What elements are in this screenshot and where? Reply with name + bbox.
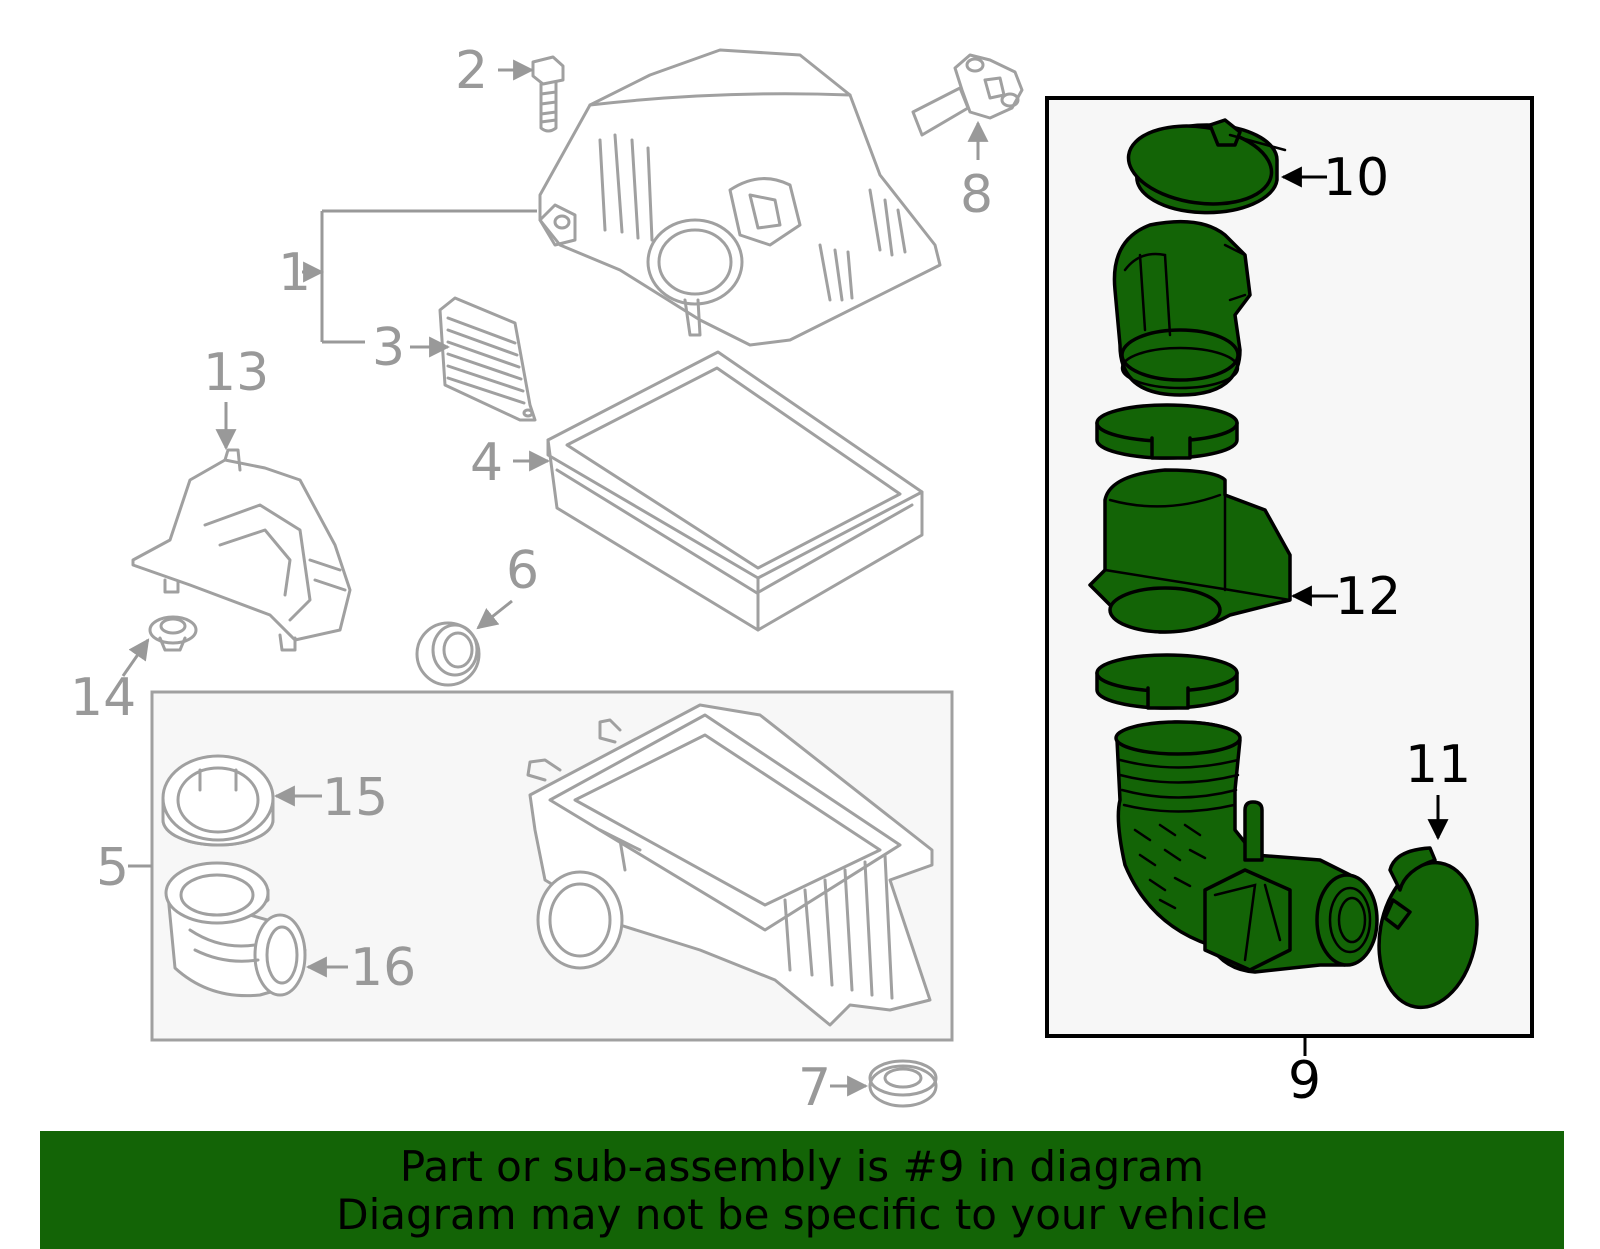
part-11-end-cap [1377, 846, 1479, 1010]
callout-5: 5 [96, 838, 129, 898]
part-6-grommet [415, 621, 481, 687]
leader-14 [121, 638, 150, 677]
callout-16: 16 [350, 938, 416, 998]
banner-line-2: Diagram may not be specific to your vehi… [336, 1190, 1268, 1239]
part-9-intake-hose [1114, 720, 1379, 974]
callout-9: 9 [1288, 1051, 1321, 1111]
part-5-lower-housing [526, 703, 934, 1027]
part-12-resonator [1088, 468, 1292, 634]
callout-11: 11 [1405, 735, 1471, 795]
gasket-lower [1095, 653, 1239, 710]
callout-2: 2 [455, 41, 488, 101]
part-7-grommet [868, 1059, 938, 1108]
callout-4: 4 [470, 433, 503, 493]
callout-12: 12 [1335, 567, 1401, 627]
callout-8: 8 [960, 165, 993, 225]
part-4-filter [546, 350, 924, 632]
part-12-upper-adapter [1112, 219, 1252, 397]
part-10-cap [1126, 118, 1287, 215]
callout-15: 15 [322, 768, 388, 828]
part-16-elbow [164, 861, 307, 998]
leader-1 [302, 209, 537, 344]
part-13-inlet-duct [131, 448, 352, 652]
gasket-upper [1095, 403, 1239, 460]
callout-6: 6 [506, 541, 539, 601]
part-15-ring [161, 754, 275, 847]
part-14-clip [148, 615, 198, 652]
callout-13: 13 [203, 343, 269, 403]
callout-7: 7 [798, 1058, 831, 1118]
info-banner: Part or sub-assembly is #9 in diagram Di… [40, 1131, 1564, 1249]
callout-1: 1 [278, 243, 311, 303]
callout-3: 3 [372, 318, 405, 378]
part-1-upper-housing [538, 48, 942, 347]
leader-6 [476, 599, 513, 630]
banner-line-1: Part or sub-assembly is #9 in diagram [399, 1142, 1205, 1191]
part-3-grille [438, 296, 537, 422]
part-2-bolt [531, 55, 565, 133]
part-8-sensor [911, 53, 1024, 137]
callout-10: 10 [1323, 148, 1389, 208]
callout-14: 14 [70, 668, 136, 728]
